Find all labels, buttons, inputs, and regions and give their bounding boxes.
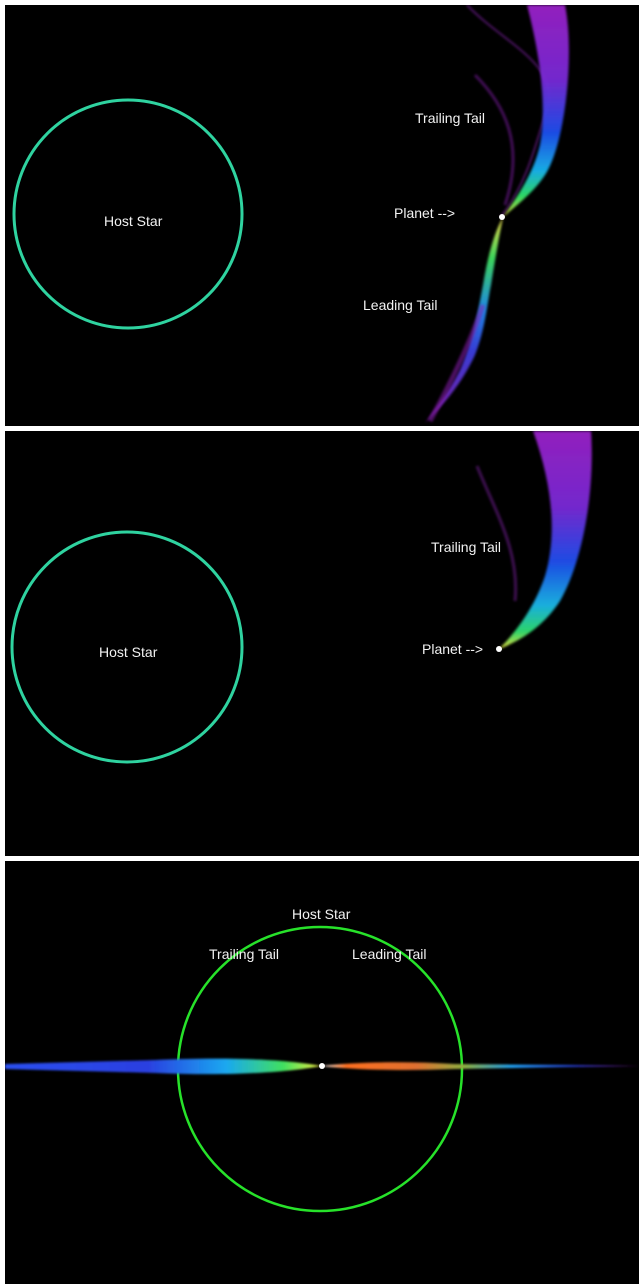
panel-oblique-view: Host Star Trailing Tail Planet --> Leadi… xyxy=(5,5,639,426)
panel-edge-graphic xyxy=(5,925,639,1213)
leading-tail-band xyxy=(321,1062,639,1070)
host-star-label: Host Star xyxy=(104,213,163,229)
panel-top-graphic xyxy=(10,431,592,764)
host-star-label: Host Star xyxy=(292,906,351,922)
panel-top-view: Host Star Trailing Tail Planet --> xyxy=(5,431,639,856)
trailing-tail-main xyxy=(499,431,592,649)
trailing-tail-main xyxy=(503,5,569,217)
trailing-tail-faint xyxy=(475,465,518,602)
host-star-circle xyxy=(10,530,244,764)
panel-edge-on-view: Host Star Trailing Tail Leading Tail xyxy=(5,861,639,1284)
planet-label: Planet --> xyxy=(394,205,456,221)
leading-tail-label: Leading Tail xyxy=(352,946,427,962)
planet-dot xyxy=(319,1063,325,1069)
trailing-tail-label: Trailing Tail xyxy=(209,946,280,962)
leading-tail-faint xyxy=(427,304,486,423)
host-star-circle xyxy=(12,98,244,330)
host-star-label: Host Star xyxy=(99,644,158,660)
planet-label: Planet --> xyxy=(422,641,484,657)
planet-dot xyxy=(499,214,505,220)
planet-dot xyxy=(496,646,502,652)
trailing-tail-label: Trailing Tail xyxy=(431,539,502,555)
leading-tail-main xyxy=(425,217,503,423)
trailing-tail-band xyxy=(5,1058,321,1075)
trailing-tail-faint xyxy=(473,73,515,206)
leading-tail-label: Leading Tail xyxy=(363,297,438,313)
panel-oblique-graphic xyxy=(12,5,569,423)
trailing-tail-label: Trailing Tail xyxy=(415,110,486,126)
